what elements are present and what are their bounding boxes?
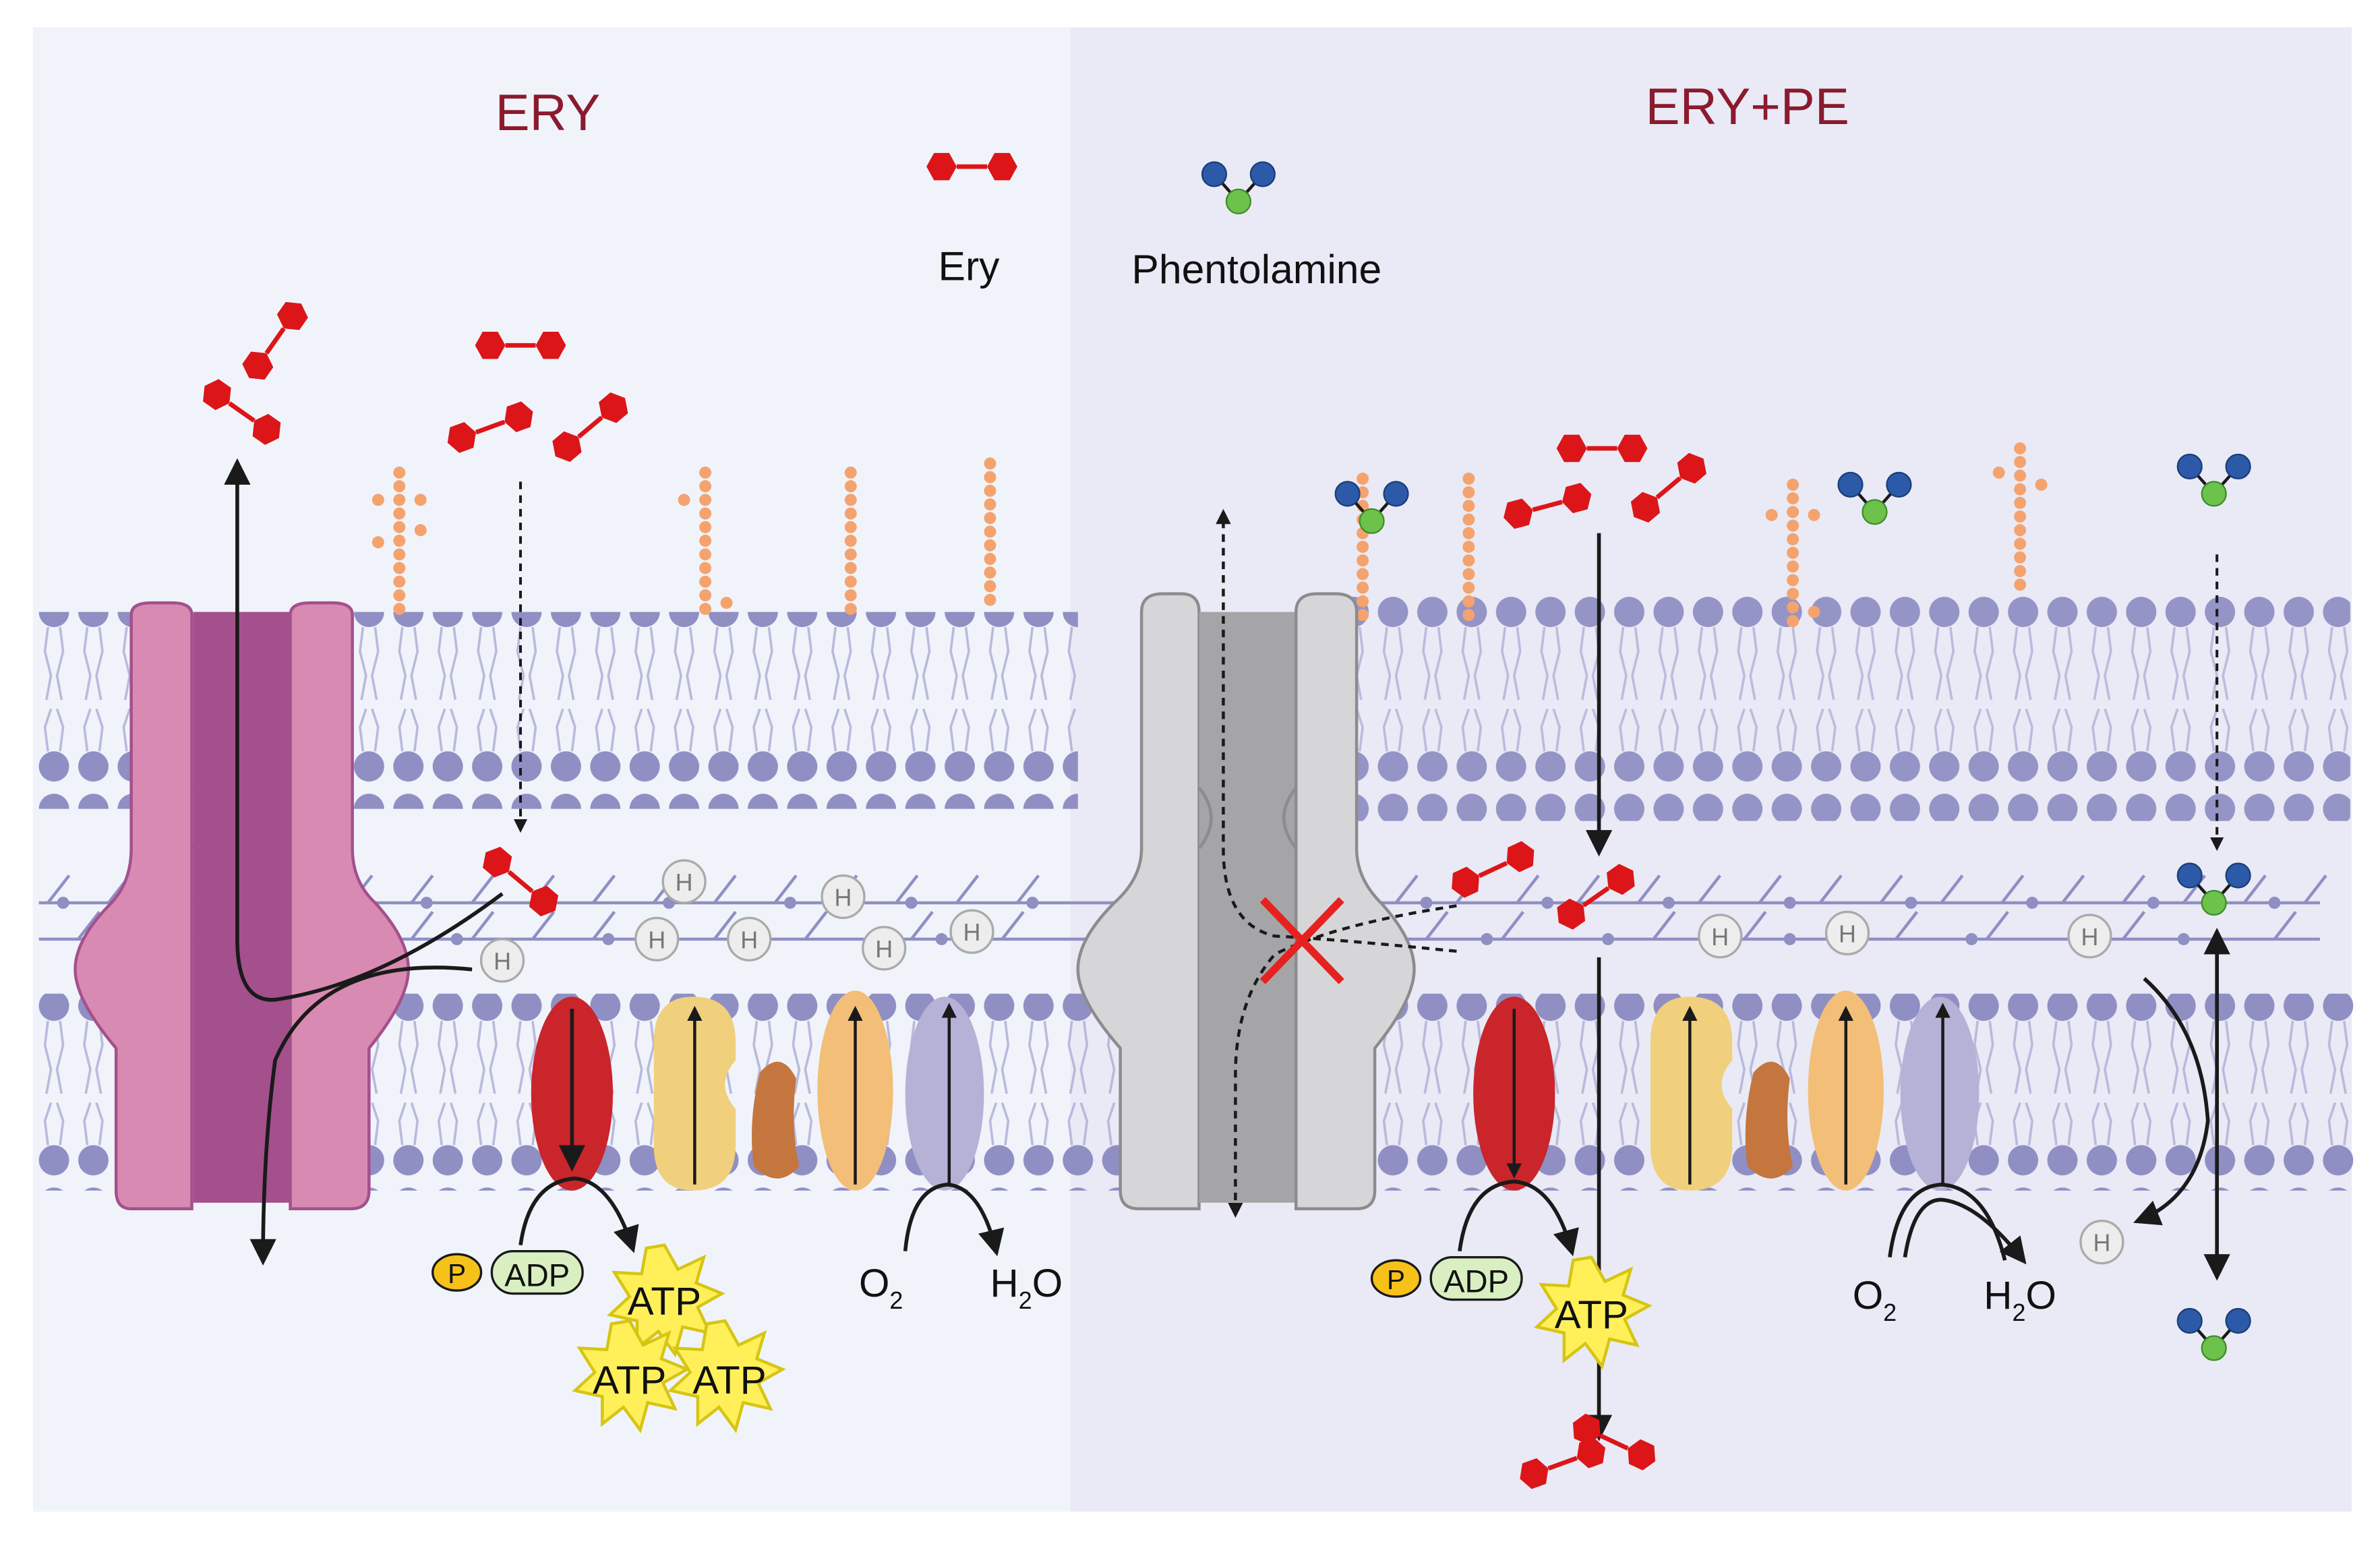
efflux-arrow-out (224, 458, 504, 1002)
efflux-pump-pink (73, 601, 411, 1211)
respiratory-complexes-right (1473, 990, 1980, 1191)
proton-labels-left: H H H H H H H (494, 868, 980, 975)
phentolamine-legend-label: Phentolamine (1131, 246, 1381, 292)
svg-text:H: H (875, 935, 893, 963)
complex-brown-left (751, 1061, 800, 1179)
glycan-chains-left (371, 457, 996, 616)
glycan-chains-right (1357, 442, 2048, 628)
svg-text:H2O: H2O (990, 1262, 1063, 1314)
phosphate-adp-right: P ADP (1370, 1255, 1523, 1301)
o2-h2o-left: O2 H2O (859, 1262, 1063, 1314)
atp-synthesis-arrow-left (518, 1177, 639, 1253)
svg-text:O2: O2 (859, 1262, 903, 1314)
phosphate-adp-left: P ADP (432, 1249, 584, 1295)
complex-lavender-left (905, 997, 984, 1191)
atp-synthesis-arrow-right (1458, 1179, 1579, 1257)
svg-text:H: H (1711, 923, 1729, 951)
atp-bursts-left: ATP ATP ATP (575, 1245, 783, 1430)
block-x-mark (1259, 897, 1344, 984)
left-panel-title: ERY (496, 84, 601, 142)
proton-influx-arrow-right (2133, 977, 2210, 1226)
adp-label-left: ADP (504, 1257, 570, 1293)
svg-text:H: H (676, 868, 693, 896)
oxygen-reduction-arrow-left (903, 1182, 1005, 1257)
phosphate-label-right: P (1387, 1264, 1405, 1295)
svg-text:H: H (648, 926, 665, 953)
oxygen-reduction-arrow-right (1888, 1182, 2023, 1260)
blocked-efflux-dashed-path (1216, 508, 1457, 953)
blocked-influx-dashed-path (1228, 904, 1457, 1218)
svg-text:H: H (835, 883, 852, 911)
complex-brown-right (1745, 1061, 1793, 1179)
atp-label-left-2: ATP (593, 1359, 666, 1402)
svg-text:H: H (2081, 923, 2098, 951)
right-panel-title: ERY+PE (1646, 78, 1849, 136)
influx-arrow-in (249, 966, 473, 1266)
atp-label-left-3: ATP (692, 1359, 766, 1402)
atp-burst-right: ATP (1537, 1257, 1648, 1367)
svg-text:H: H (963, 918, 981, 946)
efflux-pump-gray-blocked (1076, 592, 1416, 1211)
outer-bilayer-right (1350, 593, 2350, 821)
svg-text:H2O: H2O (1984, 1274, 2056, 1326)
o2-h2o-right: O2 H2O (1853, 1274, 2056, 1326)
adp-label-right: ADP (1444, 1263, 1509, 1299)
phosphate-label-left: P (448, 1258, 466, 1289)
svg-text:H: H (2093, 1229, 2110, 1257)
svg-text:O2: O2 (1853, 1274, 1897, 1326)
atp-label-right: ATP (1555, 1293, 1628, 1337)
legend: Ery Phentolamine (926, 153, 1381, 292)
respiratory-complexes-left (531, 990, 984, 1191)
ery-legend-label: Ery (939, 243, 1001, 289)
svg-text:H: H (1839, 920, 1856, 947)
protons-right: H H H H (1698, 910, 2124, 1265)
atp-label-left-1: ATP (628, 1280, 701, 1324)
svg-text:H: H (740, 926, 758, 953)
svg-text:H: H (494, 947, 511, 975)
complex-lavender-right (1900, 997, 1980, 1191)
